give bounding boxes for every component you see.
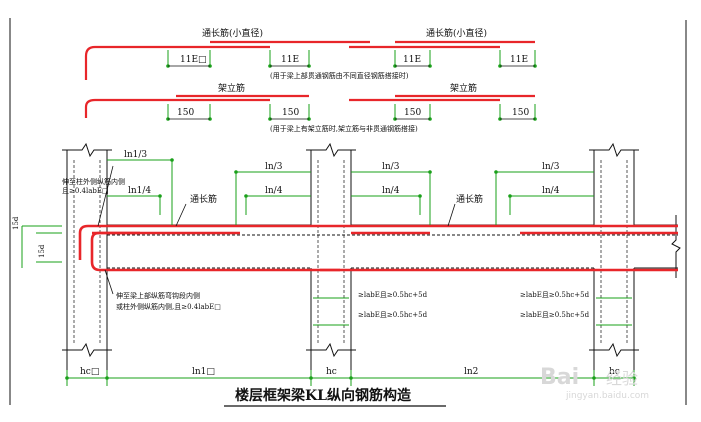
- column-inner-bars: [73, 160, 628, 345]
- label-through-bar-b: 通长筋: [456, 193, 483, 205]
- box-11e-1: 11E□: [180, 55, 207, 65]
- beam-rebars: [78, 224, 678, 272]
- box-11e-3: 11E: [403, 55, 421, 65]
- dim-ln1-4: ln1/4: [128, 186, 151, 196]
- note-splice-hanger: (用于梁上有架立筋时,架立筋与非贯通钢筋搭接): [270, 124, 418, 133]
- box-11e-4: 11E: [510, 55, 528, 65]
- top-box-lines: [168, 65, 535, 120]
- dim-ln-3-c: ln/3: [542, 162, 560, 172]
- dim-ln-3-a: ln/3: [265, 162, 283, 172]
- label-through-bar-small-2: 通长筋(小直径): [426, 27, 487, 39]
- box-11e-2: 11E: [281, 55, 299, 65]
- leaders: [97, 165, 456, 295]
- note-extend-bottom-1: 伸至梁上部纵筋弯钩段内侧: [116, 291, 200, 300]
- watermark-url: jingyan.baidu.com: [565, 391, 649, 401]
- dim-15d-b: 15d: [38, 244, 46, 258]
- dim-ln1: ln1□: [192, 367, 215, 377]
- watermark-brand: Bai: [540, 365, 579, 390]
- dim-hc-1: hc□: [80, 367, 99, 377]
- note-extend-bottom-2: 或柱外侧纵筋内侧,且≥0.4labE□: [116, 302, 221, 311]
- top-through-bars: [84, 40, 535, 80]
- watermark-brand2: 经验: [606, 369, 638, 388]
- box-150-2: 150: [282, 108, 299, 118]
- label-through-bar-a: 通长筋: [190, 193, 217, 205]
- label-hanger-bar-2: 架立筋: [450, 82, 477, 94]
- dim-hc-3: hc: [609, 367, 620, 377]
- dim-hc-2: hc: [326, 367, 337, 377]
- span-dim-dots: [65, 158, 636, 380]
- box-150-1: 150: [177, 108, 194, 118]
- dim-ln-4-a: ln/4: [265, 186, 283, 196]
- anchor-2a: ≥labE且≥0.5hc+5d: [520, 291, 590, 299]
- dim-ln-3-b: ln/3: [382, 162, 400, 172]
- top-hanger-bars: [84, 94, 535, 118]
- label-through-bar-small-1: 通长筋(小直径): [202, 27, 263, 39]
- note-extend-outer-1: 伸至柱外侧纵筋内侧: [62, 177, 125, 186]
- span-dims: [21, 159, 635, 386]
- note-extend-outer-2: 且≥0.4labE□: [62, 187, 109, 195]
- dim-ln-4-c: ln/4: [542, 186, 560, 196]
- dim-ln2: ln2: [464, 367, 478, 377]
- dim-15d-a: 15d: [12, 216, 20, 230]
- columns: [62, 142, 681, 378]
- anchor-1a: ≥labE且≥0.5hc+5d: [358, 291, 428, 299]
- top-box-dims: [167, 50, 536, 119]
- label-hanger-bar-1: 架立筋: [218, 82, 245, 94]
- box-150-4: 150: [512, 108, 529, 118]
- dim-ln-4-b: ln/4: [382, 186, 400, 196]
- anchor-2b: ≥labE且≥0.5hc+5d: [520, 311, 590, 319]
- anchor-1b: ≥labE且≥0.5hc+5d: [358, 311, 428, 319]
- dim-ln1-3: ln1/3: [124, 150, 147, 160]
- diagram-title: 楼层框架梁KL纵向钢筋构造: [235, 387, 411, 404]
- box-150-3: 150: [404, 108, 421, 118]
- note-splice-diff-dia: (用于梁上部贯通钢筋由不同直径钢筋搭接时): [270, 71, 409, 80]
